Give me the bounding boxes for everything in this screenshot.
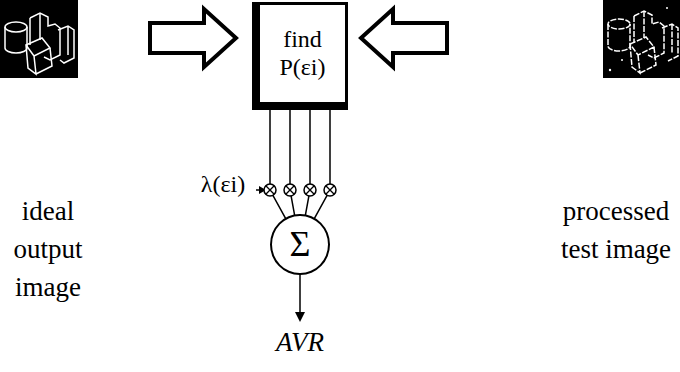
output-arrow (299, 272, 301, 314)
output-arrowhead (295, 312, 305, 322)
weighted-line (264, 110, 286, 218)
weight-label: λ(εi) (190, 165, 256, 203)
input-arrow (150, 9, 236, 67)
image-caption: ideal output image (0, 192, 96, 306)
processed-image (603, 0, 680, 78)
image-caption: processed test image (556, 192, 676, 268)
sum-symbol: Σ (290, 224, 311, 265)
input-arrow (361, 9, 447, 67)
box-label: find P(εi) (267, 26, 339, 81)
sum-circle: Σ (270, 214, 330, 275)
ideal-image (0, 0, 78, 78)
output-label: AVR (250, 323, 350, 361)
weighted-line (314, 110, 336, 218)
weighted-line (304, 110, 316, 215)
process-box: find P(εi) (252, 2, 348, 110)
weighted-line (284, 110, 296, 215)
